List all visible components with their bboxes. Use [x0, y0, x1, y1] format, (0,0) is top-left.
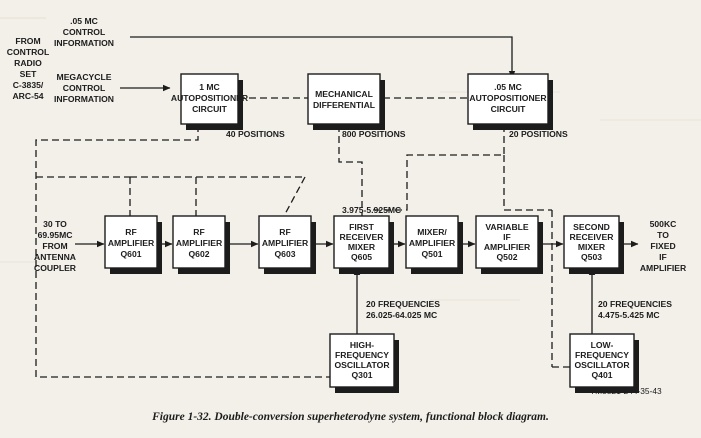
drawing-code: TM5821-244-35-43: [590, 386, 662, 396]
figure-caption: Figure 1-32. Double-conversion superhete…: [152, 411, 549, 423]
positions-20-label: 20 POSITIONS: [509, 129, 568, 139]
mc05-control-arrow: [130, 36, 516, 79]
positions-800-label: 800 POSITIONS: [342, 129, 406, 139]
positions-40-label: 40 POSITIONS: [226, 129, 285, 139]
mid-band-label: 3.975-5.925MC: [342, 205, 401, 215]
mechanical-linkages: [35, 97, 570, 378]
